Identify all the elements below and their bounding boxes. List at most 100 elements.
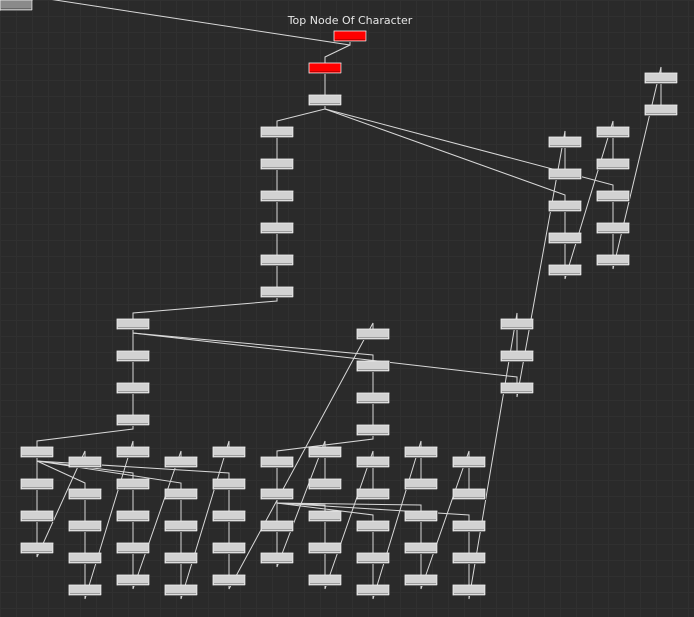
node-body[interactable]	[164, 456, 198, 468]
bone-node-dimmed[interactable]	[0, 0, 33, 11]
bone-node[interactable]	[212, 478, 246, 490]
node-body[interactable]	[68, 488, 102, 500]
node-body[interactable]	[333, 30, 367, 42]
node-body[interactable]	[596, 190, 630, 202]
node-body[interactable]	[308, 94, 342, 106]
node-body[interactable]	[116, 350, 150, 362]
node-body[interactable]	[20, 510, 54, 522]
bone-node[interactable]	[308, 446, 342, 458]
bone-node[interactable]	[356, 424, 390, 436]
bone-node[interactable]	[116, 382, 150, 394]
node-body[interactable]	[644, 104, 678, 116]
bone-node[interactable]	[644, 72, 678, 84]
node-body[interactable]	[116, 542, 150, 554]
bone-node[interactable]	[596, 190, 630, 202]
node-body[interactable]	[260, 520, 294, 532]
bone-node[interactable]	[500, 350, 534, 362]
node-body[interactable]	[404, 542, 438, 554]
bone-node[interactable]	[452, 488, 486, 500]
bone-node[interactable]	[260, 488, 294, 500]
node-body[interactable]	[404, 574, 438, 586]
node-body[interactable]	[356, 424, 390, 436]
bone-node[interactable]	[356, 456, 390, 468]
bone-node[interactable]	[116, 446, 150, 458]
bone-node[interactable]	[404, 446, 438, 458]
node-body[interactable]	[452, 584, 486, 596]
bone-node[interactable]	[260, 254, 294, 266]
bone-node[interactable]	[164, 584, 198, 596]
node-body[interactable]	[644, 72, 678, 84]
node-body[interactable]	[356, 392, 390, 404]
bone-node[interactable]	[116, 574, 150, 586]
node-body[interactable]	[116, 382, 150, 394]
node-body[interactable]	[68, 456, 102, 468]
bone-node[interactable]	[308, 478, 342, 490]
node-body[interactable]	[164, 488, 198, 500]
node-body[interactable]	[260, 488, 294, 500]
bone-node[interactable]	[20, 446, 54, 458]
bone-node[interactable]	[212, 510, 246, 522]
node-body[interactable]	[260, 254, 294, 266]
node-body[interactable]	[404, 510, 438, 522]
bone-node[interactable]	[356, 328, 390, 340]
node-body[interactable]	[356, 584, 390, 596]
node-body[interactable]	[308, 446, 342, 458]
bone-node[interactable]	[356, 584, 390, 596]
node-body[interactable]	[260, 286, 294, 298]
bone-node[interactable]	[260, 158, 294, 170]
bone-node[interactable]	[260, 222, 294, 234]
node-body[interactable]	[308, 542, 342, 554]
node-body[interactable]	[596, 254, 630, 266]
bone-node[interactable]	[356, 552, 390, 564]
bone-node[interactable]	[116, 350, 150, 362]
node-body[interactable]	[548, 232, 582, 244]
node-body[interactable]	[260, 456, 294, 468]
node-body[interactable]	[596, 158, 630, 170]
node-body[interactable]	[116, 510, 150, 522]
node-body[interactable]	[548, 168, 582, 180]
bone-node[interactable]	[20, 478, 54, 490]
node-body[interactable]	[452, 552, 486, 564]
bone-node[interactable]	[308, 542, 342, 554]
node-body[interactable]	[68, 552, 102, 564]
bone-node[interactable]	[596, 158, 630, 170]
node-body[interactable]	[68, 520, 102, 532]
node-body[interactable]	[116, 574, 150, 586]
bone-node[interactable]	[308, 94, 342, 106]
bone-node[interactable]	[356, 520, 390, 532]
bone-node[interactable]	[356, 392, 390, 404]
bone-node[interactable]	[164, 456, 198, 468]
bone-node[interactable]	[20, 542, 54, 554]
bone-node[interactable]	[212, 446, 246, 458]
bone-node[interactable]	[452, 520, 486, 532]
bone-node[interactable]	[68, 552, 102, 564]
bone-node[interactable]	[260, 552, 294, 564]
bone-node[interactable]	[548, 136, 582, 148]
node-body[interactable]	[308, 478, 342, 490]
bone-node[interactable]	[260, 190, 294, 202]
node-body[interactable]	[356, 552, 390, 564]
node-body[interactable]	[356, 360, 390, 372]
bone-node[interactable]	[596, 254, 630, 266]
bone-node[interactable]	[404, 574, 438, 586]
bone-node[interactable]	[68, 520, 102, 532]
bone-node[interactable]	[500, 318, 534, 330]
bone-node[interactable]	[548, 200, 582, 212]
node-body[interactable]	[164, 520, 198, 532]
bone-node[interactable]	[548, 232, 582, 244]
bone-node[interactable]	[260, 520, 294, 532]
bone-node[interactable]	[260, 456, 294, 468]
bone-node[interactable]	[356, 488, 390, 500]
node-body[interactable]	[260, 552, 294, 564]
node-body[interactable]	[548, 200, 582, 212]
node-body[interactable]	[308, 510, 342, 522]
node-body[interactable]	[452, 488, 486, 500]
bone-node[interactable]	[68, 488, 102, 500]
node-body[interactable]	[20, 542, 54, 554]
node-body[interactable]	[116, 478, 150, 490]
node-body[interactable]	[212, 542, 246, 554]
node-body[interactable]	[212, 510, 246, 522]
bone-node[interactable]	[548, 168, 582, 180]
node-body[interactable]	[356, 520, 390, 532]
